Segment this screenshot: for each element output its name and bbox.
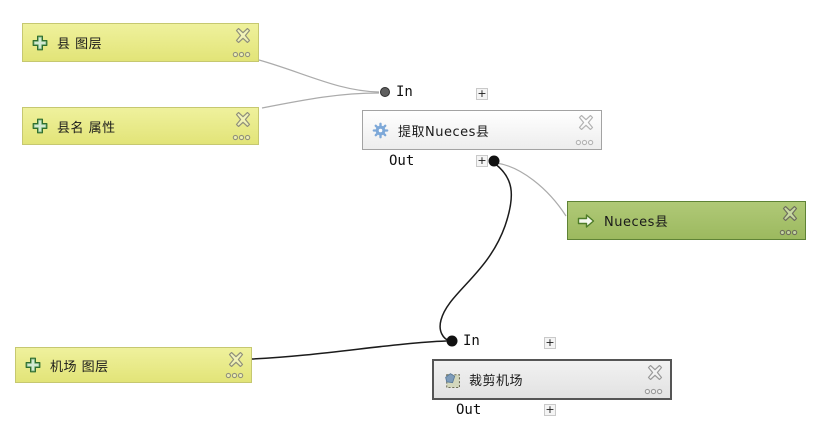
extract-in-port[interactable] bbox=[380, 87, 390, 97]
delete-cross-icon[interactable] bbox=[647, 365, 663, 380]
connection-county-layer-to-extract bbox=[258, 59, 380, 93]
ellipsis-dots-icon[interactable] bbox=[779, 229, 798, 236]
node-county-layer-param[interactable]: 县 图层 bbox=[22, 23, 259, 62]
node-label: 裁剪机场 bbox=[469, 374, 524, 389]
clip-out-label: Out bbox=[456, 402, 482, 418]
delete-cross-icon[interactable] bbox=[228, 352, 244, 367]
delete-cross-icon[interactable] bbox=[235, 112, 251, 127]
clip-out-add-button[interactable]: + bbox=[544, 403, 556, 416]
gear-icon bbox=[372, 122, 389, 139]
node-label: 县 图层 bbox=[57, 37, 103, 52]
delete-cross-icon[interactable] bbox=[235, 28, 251, 43]
extract-out-label: Out bbox=[389, 153, 415, 169]
node-extract-nueces-algorithm[interactable]: 提取Nueces县 bbox=[362, 110, 602, 150]
node-label: 提取Nueces县 bbox=[398, 124, 490, 140]
connection-extract-to-clip bbox=[439, 162, 513, 342]
node-label: Nueces县 bbox=[604, 215, 669, 230]
plus-icon bbox=[32, 35, 48, 51]
connection-extract-to-nueces-output bbox=[495, 162, 567, 217]
clip-in-label: In bbox=[463, 333, 480, 349]
extract-out-add-button[interactable]: + bbox=[476, 154, 488, 167]
delete-cross-icon[interactable] bbox=[782, 206, 798, 221]
ellipsis-dots-icon[interactable] bbox=[575, 139, 594, 146]
clip-in-port[interactable] bbox=[446, 335, 458, 347]
clip-icon bbox=[443, 371, 460, 388]
delete-cross-icon[interactable] bbox=[578, 115, 594, 130]
arrow-icon bbox=[577, 213, 595, 229]
plus-icon bbox=[25, 357, 41, 373]
node-clip-airports-algorithm[interactable]: 裁剪机场 bbox=[432, 359, 672, 400]
node-county-name-param[interactable]: 县名 属性 bbox=[22, 107, 259, 145]
ellipsis-dots-icon[interactable] bbox=[232, 51, 251, 58]
node-label: 机场 图层 bbox=[50, 359, 109, 375]
connection-airport-layer-to-clip bbox=[251, 340, 447, 360]
extract-in-label: In bbox=[396, 84, 413, 100]
connection-county-name-to-extract bbox=[261, 92, 380, 109]
extract-in-add-button[interactable]: + bbox=[476, 87, 488, 100]
ellipsis-dots-icon[interactable] bbox=[225, 372, 244, 379]
clip-in-add-button[interactable]: + bbox=[544, 336, 556, 349]
plus-icon bbox=[32, 118, 48, 134]
node-label: 县名 属性 bbox=[57, 120, 116, 136]
node-nueces-output[interactable]: Nueces县 bbox=[567, 201, 806, 240]
extract-out-port[interactable] bbox=[488, 155, 500, 167]
ellipsis-dots-icon[interactable] bbox=[644, 388, 663, 395]
node-airport-layer-param[interactable]: 机场 图层 bbox=[15, 347, 252, 383]
ellipsis-dots-icon[interactable] bbox=[232, 134, 251, 141]
